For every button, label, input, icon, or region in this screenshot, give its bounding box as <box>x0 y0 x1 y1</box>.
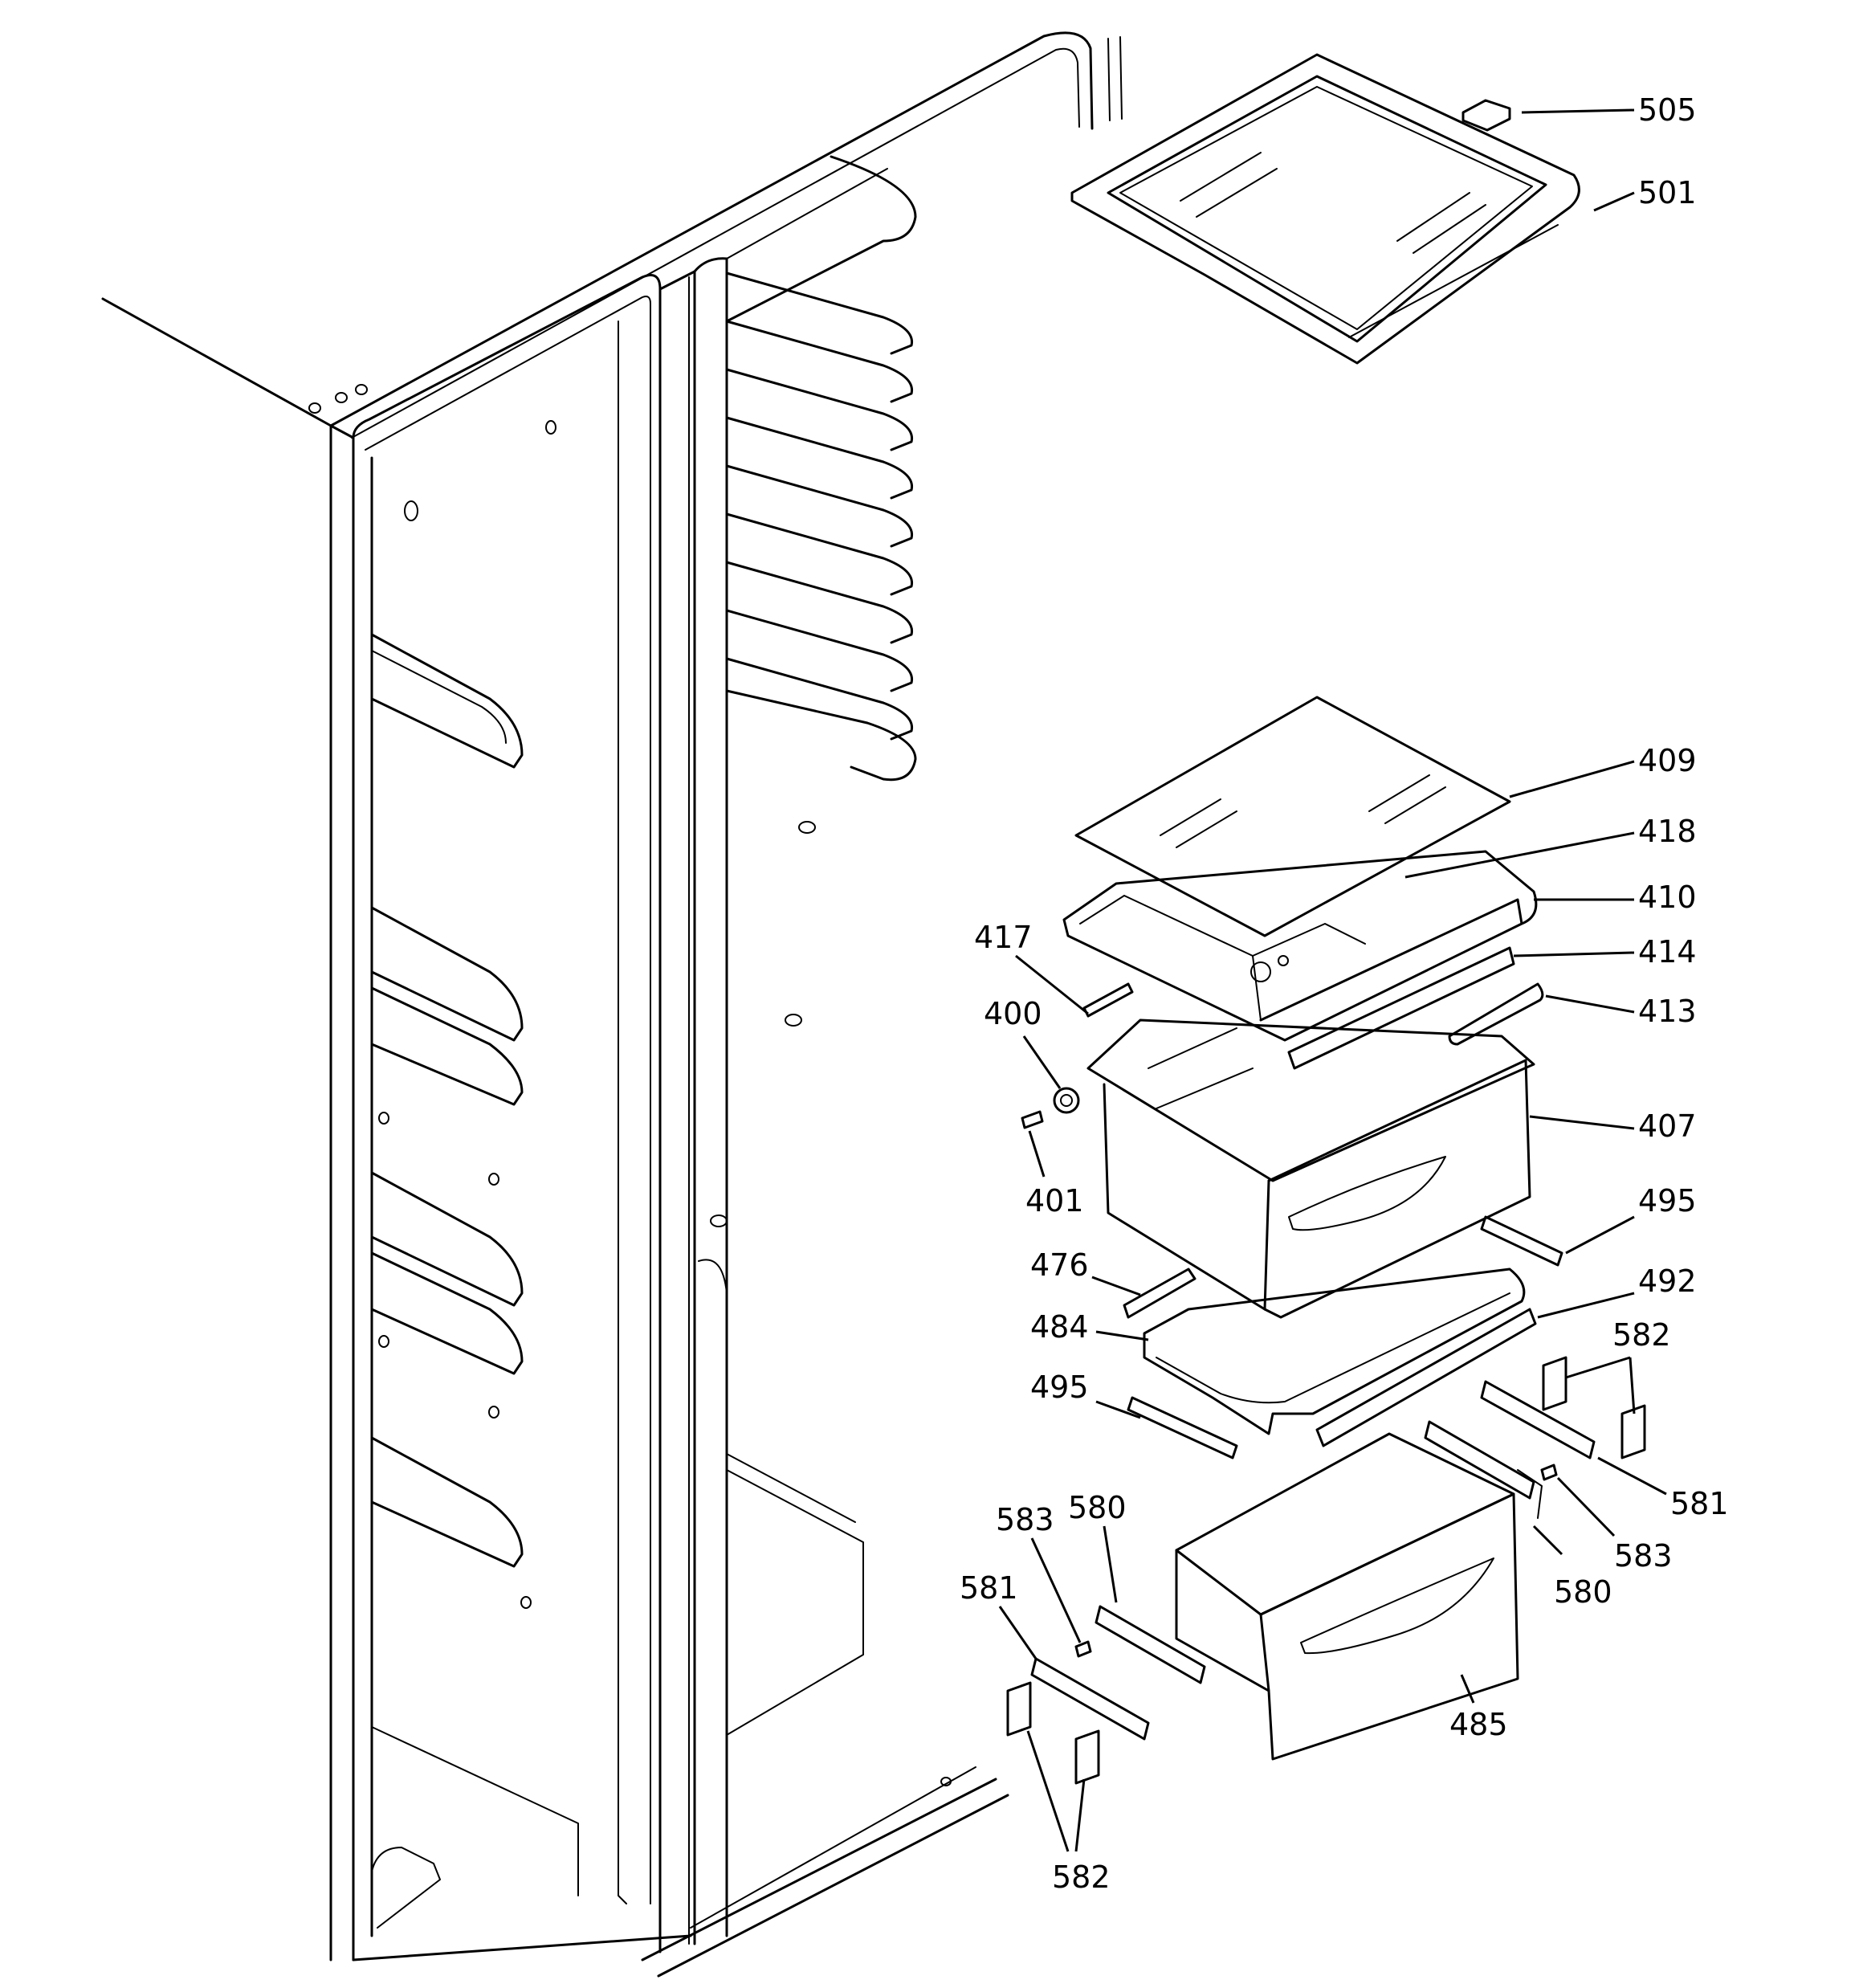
leader-lines <box>998 108 1667 1852</box>
callout-495-upper: 495 <box>1638 1183 1697 1219</box>
callout-581-right: 581 <box>1670 1486 1729 1521</box>
callout-492: 492 <box>1638 1263 1697 1299</box>
callout-505: 505 <box>1638 92 1697 128</box>
callout-418: 418 <box>1638 814 1697 849</box>
pan-support-484 <box>1123 1215 1563 1459</box>
callout-476: 476 <box>1030 1247 1089 1283</box>
refrigerator-cabinet <box>101 31 1123 1978</box>
callout-414: 414 <box>1638 934 1697 970</box>
callout-501: 501 <box>1638 175 1697 210</box>
callout-409: 409 <box>1638 743 1697 778</box>
shelf-supports <box>725 155 917 782</box>
glass-shelf-501 <box>1070 53 1580 365</box>
callout-401: 401 <box>1025 1183 1084 1219</box>
callout-580-right: 580 <box>1554 1574 1612 1610</box>
callout-485: 485 <box>1449 1707 1508 1742</box>
callout-labels: 505 501 409 418 410 414 413 417 400 401 … <box>960 92 1729 1895</box>
callout-495-lower: 495 <box>1030 1370 1089 1405</box>
callout-583-left: 583 <box>996 1502 1054 1537</box>
callout-484: 484 <box>1030 1309 1089 1345</box>
callout-582-lower: 582 <box>1052 1859 1111 1895</box>
callout-583-right: 583 <box>1614 1538 1673 1574</box>
callout-580-left: 580 <box>1068 1490 1127 1525</box>
callout-581-left: 581 <box>960 1570 1018 1606</box>
callout-400: 400 <box>984 996 1042 1031</box>
bottom-bin-485 <box>1006 1356 1646 1785</box>
callout-410: 410 <box>1638 880 1697 915</box>
pan-cover-assembly <box>1062 696 1544 1070</box>
callout-407: 407 <box>1638 1108 1697 1144</box>
callout-413: 413 <box>1638 994 1697 1029</box>
callout-582-upper: 582 <box>1612 1317 1671 1353</box>
callout-417: 417 <box>974 920 1033 955</box>
glass-cover-409 <box>1074 696 1511 937</box>
crisper-pan-407 <box>1021 1018 1535 1319</box>
